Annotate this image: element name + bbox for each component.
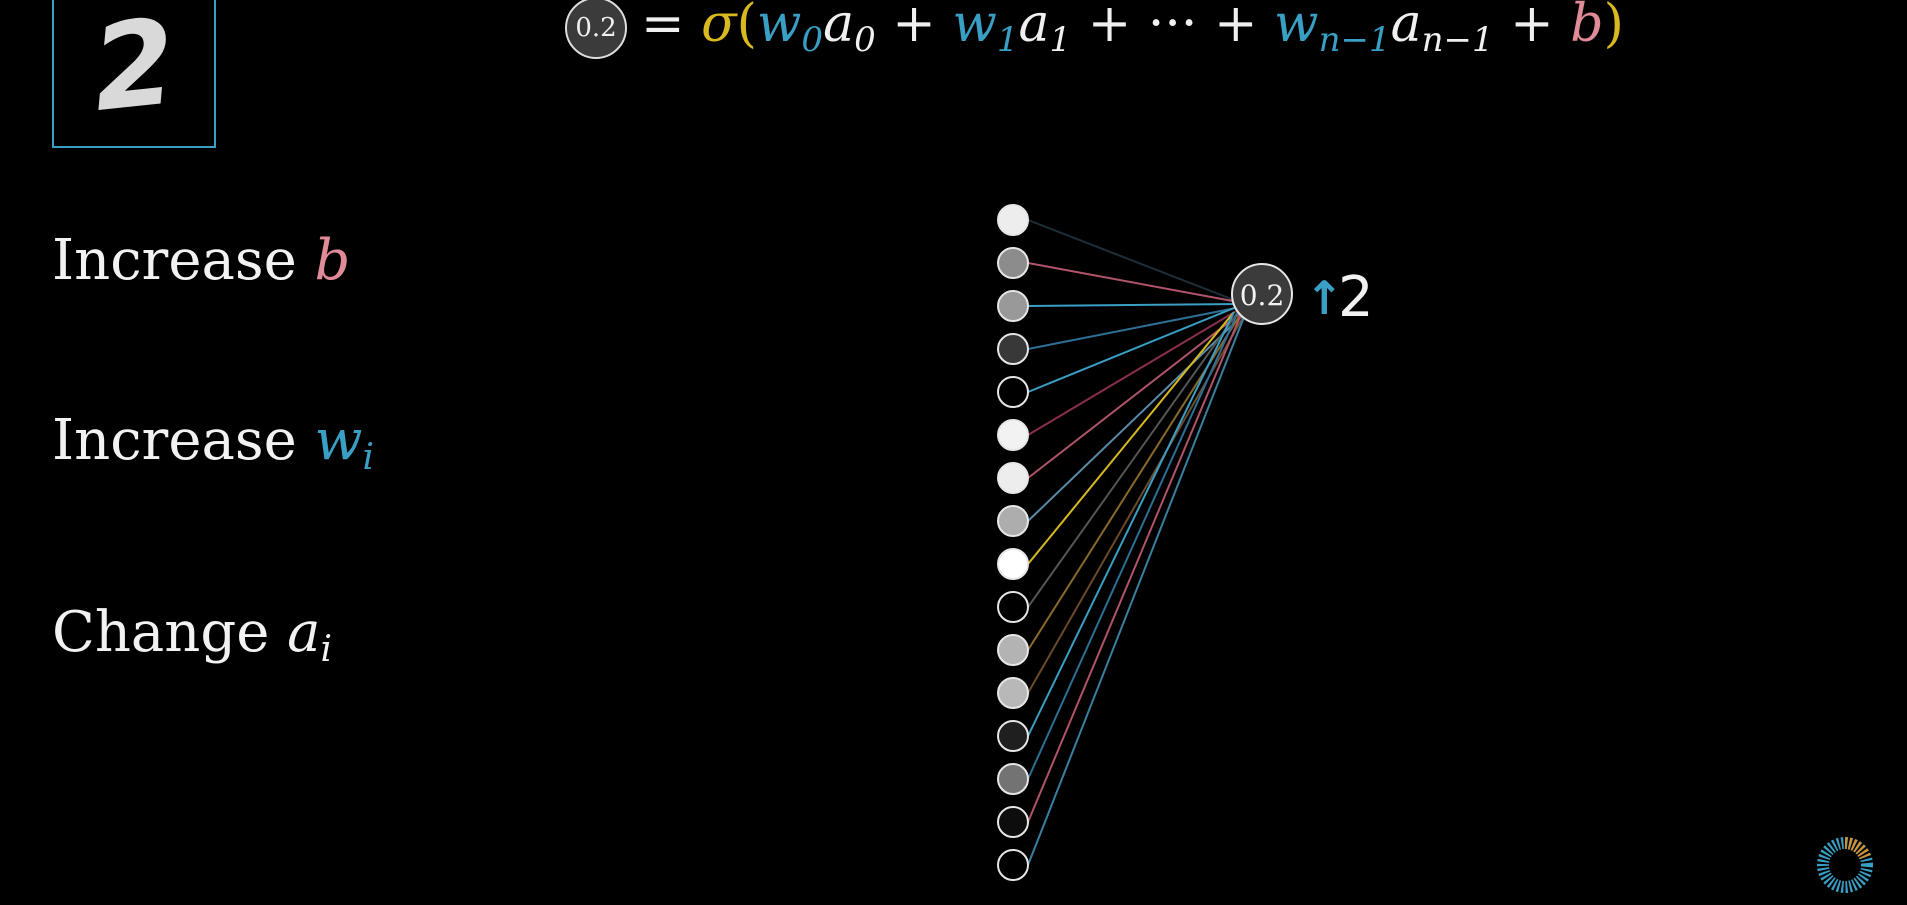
input-neuron xyxy=(997,720,1029,752)
connection-edge xyxy=(1027,219,1235,301)
activation-an: an−1 xyxy=(1390,0,1494,60)
connection-edge xyxy=(1027,311,1235,565)
connection-edge xyxy=(1027,311,1239,608)
bias-variable: b xyxy=(314,228,351,293)
connection-edge xyxy=(1027,303,1243,307)
output-node-value: 0.2 xyxy=(1240,279,1285,312)
sigma-symbol: σ xyxy=(701,0,737,54)
open-paren: ( xyxy=(736,0,757,54)
action-label: Increase xyxy=(52,228,315,293)
target-digit-label: 2 xyxy=(1338,265,1374,330)
action-increase-weight: Increase wi xyxy=(52,408,374,478)
input-neuron xyxy=(997,849,1029,881)
input-neuron xyxy=(997,505,1029,537)
network-edges xyxy=(1027,219,1247,866)
activation-a1: a1 xyxy=(1018,0,1072,60)
action-label: Increase xyxy=(52,408,315,473)
bias-b: b xyxy=(1570,0,1604,54)
input-layer xyxy=(997,204,1029,881)
input-neuron xyxy=(997,290,1029,322)
action-increase-bias: Increase b xyxy=(52,228,350,293)
input-neuron xyxy=(997,376,1029,408)
activation-a0: a0 xyxy=(823,0,876,60)
action-label: Change xyxy=(52,600,288,665)
input-neuron xyxy=(997,548,1029,580)
plus-sign: + xyxy=(1510,0,1554,54)
connection-edge xyxy=(1027,311,1247,522)
output-neuron: 0.2 xyxy=(1231,263,1293,325)
plus-sign: + xyxy=(892,0,936,54)
input-neuron xyxy=(997,677,1029,709)
input-neuron xyxy=(997,806,1029,838)
connection-edge xyxy=(1027,311,1247,866)
connection-edge xyxy=(1027,311,1239,780)
plus-sign: + xyxy=(1087,0,1132,54)
input-neuron xyxy=(997,204,1029,236)
weight-subscript: i xyxy=(362,437,374,478)
plus-sign: + xyxy=(1213,0,1258,54)
loading-spinner-icon xyxy=(1817,837,1873,893)
equation-node-badge: 0.2 xyxy=(565,0,627,59)
input-neuron xyxy=(997,462,1029,494)
connection-edge xyxy=(1027,311,1243,823)
weight-w0: w0 xyxy=(756,0,824,60)
ellipsis: ··· xyxy=(1147,0,1198,54)
increase-arrow-icon: ↑ xyxy=(1305,271,1344,325)
action-change-activation: Change ai xyxy=(52,600,332,670)
input-neuron xyxy=(997,333,1029,365)
input-neuron xyxy=(997,634,1029,666)
connection-edge xyxy=(1027,307,1235,393)
connection-edge xyxy=(1027,305,1247,350)
close-paren: ) xyxy=(1603,0,1624,54)
weight-w1: w1 xyxy=(952,0,1019,60)
connection-edge xyxy=(1027,262,1239,303)
input-neuron xyxy=(997,763,1029,795)
input-neuron xyxy=(997,419,1029,451)
connection-edge xyxy=(1027,309,1239,436)
connection-edge xyxy=(1027,311,1243,479)
input-neuron xyxy=(997,591,1029,623)
input-neuron xyxy=(997,247,1029,279)
connection-edge xyxy=(1027,311,1235,737)
activation-subscript: i xyxy=(320,629,333,670)
equals-sign: = xyxy=(641,0,685,54)
weight-variable: w xyxy=(314,408,363,473)
digit-image-frame: 2 xyxy=(52,0,216,148)
neuron-equation: 0.2 = σ(w0a0 + w1a1 + ··· + wn−1an−1 + b) xyxy=(565,0,1624,62)
weight-wn: wn−1 xyxy=(1274,0,1391,60)
activation-variable: a xyxy=(287,600,321,665)
